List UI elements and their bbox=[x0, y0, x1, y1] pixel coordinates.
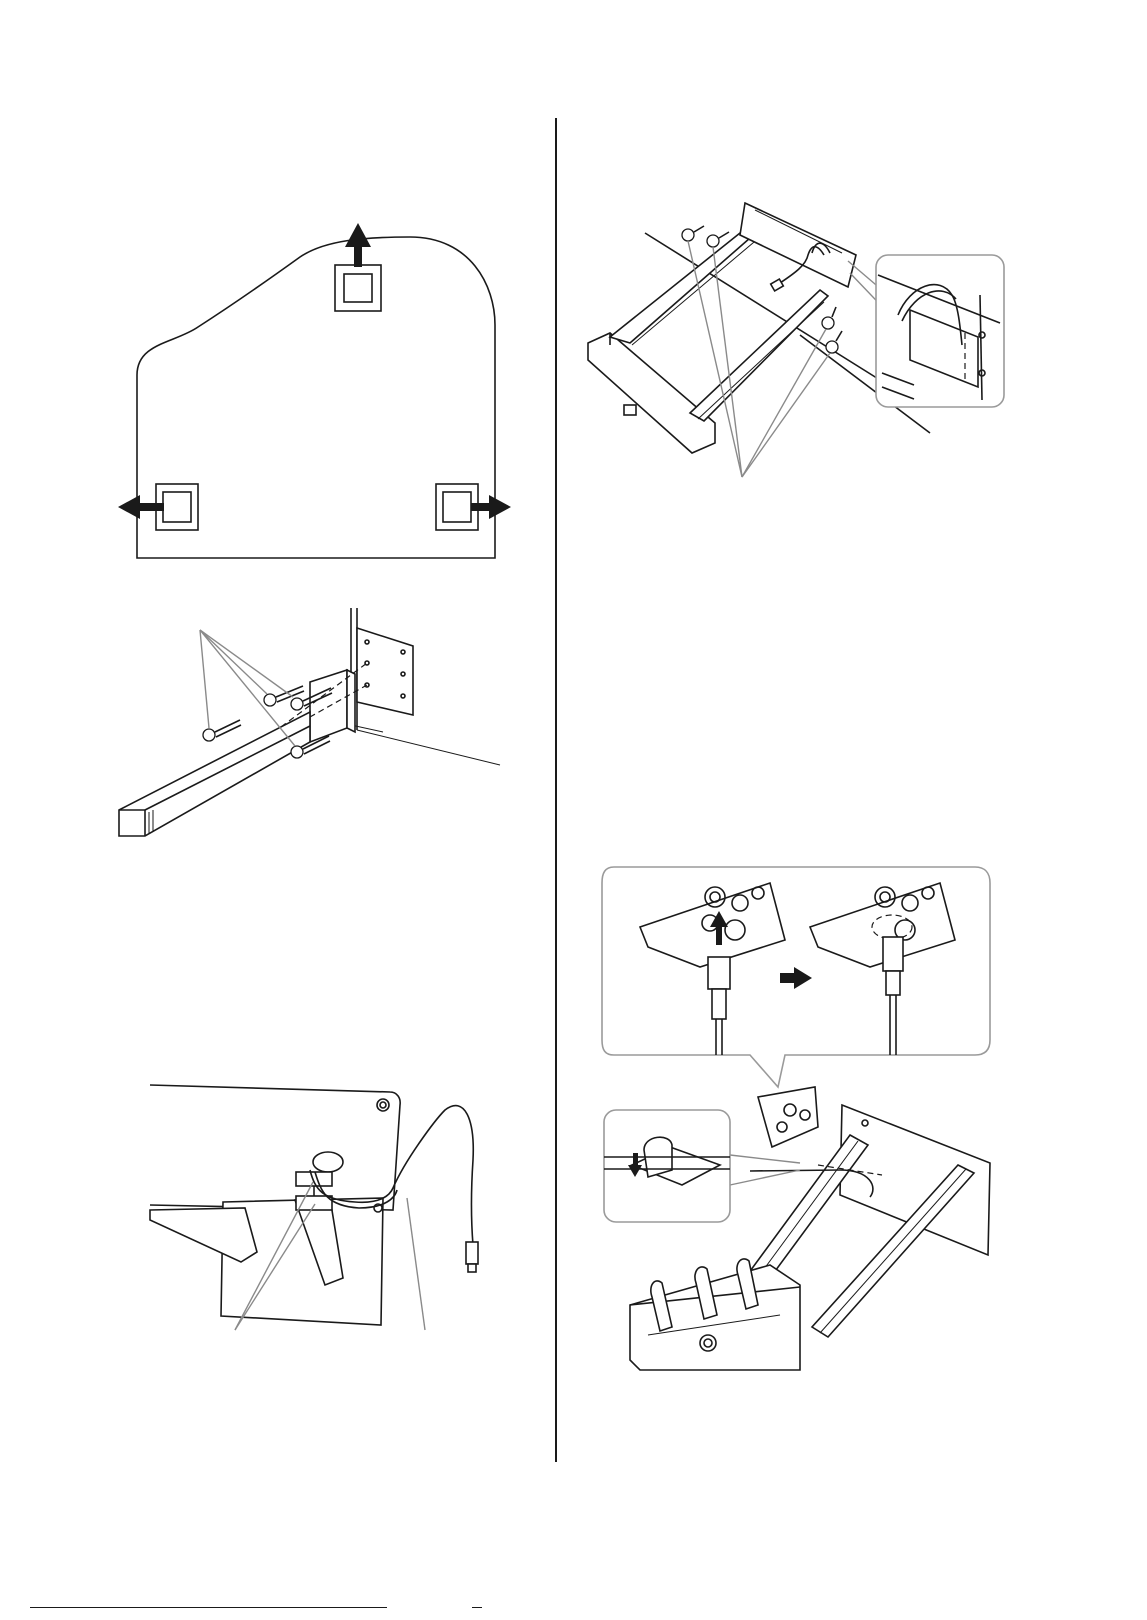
figure-pedal-cord-connection bbox=[600, 865, 995, 1375]
footer-rule bbox=[30, 1607, 387, 1608]
figure-pedal-box-screws bbox=[580, 195, 1010, 495]
figure-body-top-view bbox=[100, 215, 530, 570]
figure-front-leg-screws bbox=[105, 600, 505, 850]
column-divider bbox=[555, 118, 557, 1462]
footer-tick bbox=[472, 1607, 482, 1608]
figure-cable-holders bbox=[145, 1080, 515, 1335]
